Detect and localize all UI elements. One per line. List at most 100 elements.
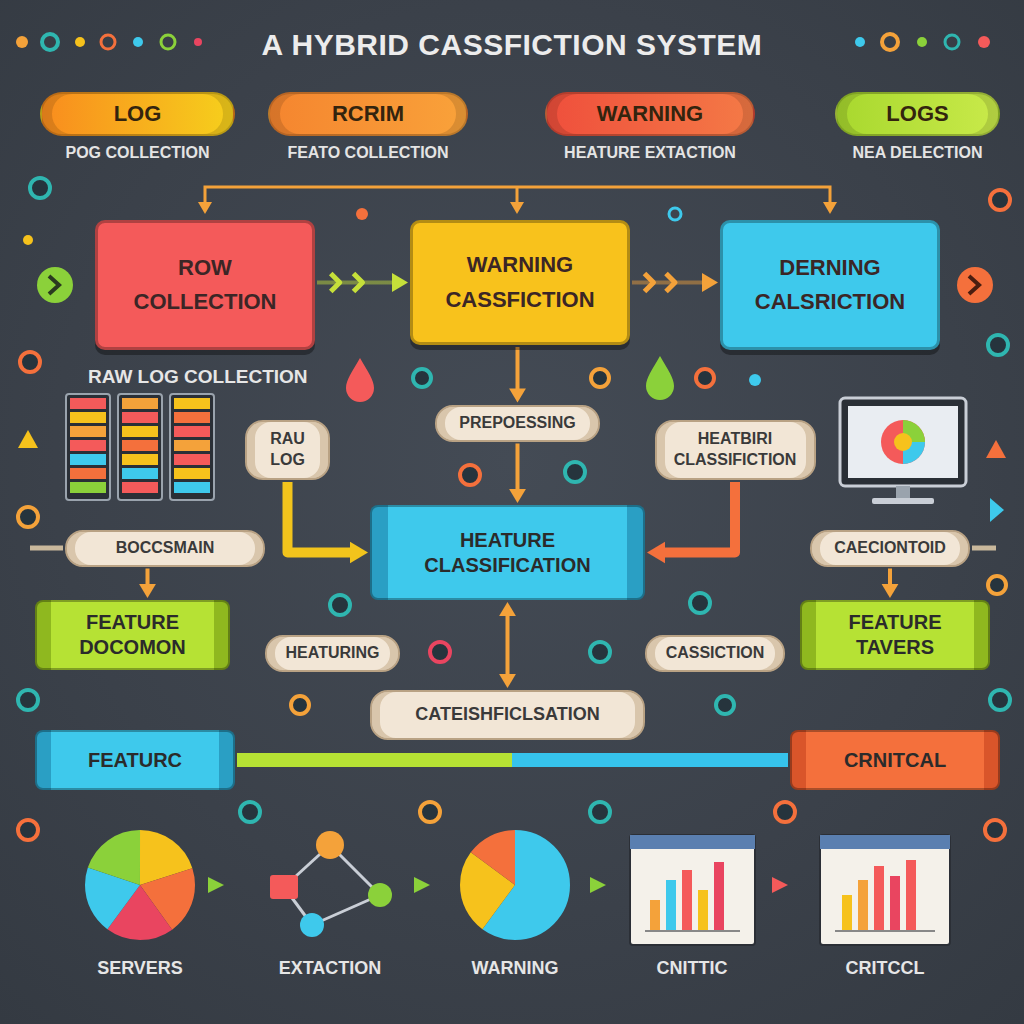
background-dots-part xyxy=(18,507,38,527)
background-dots-part xyxy=(749,374,761,386)
connector xyxy=(317,273,408,292)
chart-window-icon-part xyxy=(890,876,900,930)
pie-chart-icon-part-part xyxy=(113,858,168,913)
node-text: DERNING CALSRICTION xyxy=(737,251,923,319)
pie-chart-icon xyxy=(488,858,543,913)
background-dots-part xyxy=(240,802,260,822)
step-pill: BOCCSMAIN xyxy=(65,530,265,567)
server-rack-illustration-part xyxy=(122,454,158,465)
monitor-illustration-part xyxy=(896,486,910,498)
process-box: WARNING CASSFICTION xyxy=(410,220,630,345)
background-dots-part xyxy=(716,696,734,714)
node-text: FEATURE DOCOMON xyxy=(57,610,208,660)
background-dots-part xyxy=(669,208,681,220)
arrowhead xyxy=(350,542,368,564)
step-pill: PREPOESSING xyxy=(435,405,600,442)
pie-chart-icon-part-part xyxy=(488,858,543,913)
chart-window-icon-part xyxy=(858,880,868,930)
background-dots-part xyxy=(18,820,38,840)
connector-line xyxy=(506,612,510,678)
side-chevron-badges-part xyxy=(990,498,1004,522)
server-rack-illustration-part xyxy=(122,398,158,409)
server-rack-illustration-part xyxy=(122,412,158,423)
stage-caption: HEATURE EXTACTION xyxy=(564,144,736,162)
connector xyxy=(139,569,156,599)
background-dots-part xyxy=(420,802,440,822)
pipe-node: CRNITCAL xyxy=(790,730,1000,790)
server-rack-illustration-part xyxy=(174,426,210,437)
connector xyxy=(288,482,369,563)
node-text: LOG xyxy=(114,101,162,127)
background-dots-part xyxy=(194,38,202,46)
chart-window-icon xyxy=(630,835,755,945)
pill-rails-part xyxy=(972,546,996,551)
connector xyxy=(509,347,526,403)
server-rack-illustration-part xyxy=(70,440,106,451)
chevron xyxy=(331,274,340,292)
server-rack-illustration-part xyxy=(122,426,158,437)
background-dots-part xyxy=(591,369,609,387)
network-icon-part xyxy=(300,913,324,937)
stage-pill: LOGPOG COLLECTION xyxy=(40,92,235,136)
arrowhead xyxy=(392,273,408,292)
node-text: LOGS xyxy=(886,101,948,127)
icon-label: SERVERS xyxy=(60,958,220,979)
server-rack-illustration-part xyxy=(70,454,106,465)
node-text: RCRIM xyxy=(332,101,404,127)
pie-chart-icon-part xyxy=(113,858,168,913)
pipe-line xyxy=(288,482,356,553)
chart-window-icon xyxy=(820,835,950,945)
background-dots-part xyxy=(590,642,610,662)
side-chevron-badges-part xyxy=(969,276,979,294)
step-pill: RAU LOG xyxy=(245,420,330,480)
server-rack-illustration-part xyxy=(70,426,106,437)
background-dots-part xyxy=(990,190,1010,210)
chevron xyxy=(645,274,654,292)
background-dots-part xyxy=(413,369,431,387)
arrowhead xyxy=(499,674,516,688)
node-text: FEATURE TAVERS xyxy=(822,610,968,660)
background-dots-part xyxy=(988,576,1006,594)
diagram-title: A HYBRID CASSFICTION SYSTEM xyxy=(0,28,1024,62)
background-dots-part xyxy=(690,593,710,613)
server-rack-illustration-part xyxy=(122,468,158,479)
background-dots-part xyxy=(23,235,33,245)
pipe-line xyxy=(660,482,735,553)
pipe-node: HEATURE CLASSIFICATION xyxy=(370,505,645,600)
step-pill: CATEISHFICLSATION xyxy=(370,690,645,740)
flow-arrowheads-part xyxy=(772,877,788,893)
top-bracket-line-part xyxy=(510,202,524,214)
background-dots-part xyxy=(696,369,714,387)
arrowhead xyxy=(509,489,526,503)
side-chevron-badges-part xyxy=(49,276,59,294)
pie-chart-icon-part-part xyxy=(113,858,168,913)
connector-line xyxy=(317,281,397,285)
node-text: RAU LOG xyxy=(263,429,312,471)
background-dots-part xyxy=(16,36,28,48)
network-icon xyxy=(270,831,392,937)
monitor-illustration-part xyxy=(840,398,966,486)
top-bracket-line-part xyxy=(198,202,212,214)
pipe-line xyxy=(237,753,788,767)
connector xyxy=(509,444,526,504)
background-dots-part xyxy=(291,696,309,714)
background-dots-part xyxy=(356,208,368,220)
monitor-illustration-part xyxy=(872,498,934,504)
chart-window-icon-part xyxy=(682,870,692,930)
background-dots-part xyxy=(161,35,175,49)
server-rack-illustration-part xyxy=(122,482,158,493)
pie-chart-icon-part-part xyxy=(113,858,168,913)
background-dots-part xyxy=(978,36,990,48)
top-bracket-line xyxy=(198,187,837,214)
node-text: WARNING xyxy=(597,101,703,127)
chart-window-icon-part xyxy=(874,866,884,930)
background-dots-part xyxy=(565,462,585,482)
background-dots-part xyxy=(917,37,927,47)
node-text: HEATBIRI CLASSIFICTION xyxy=(673,429,798,471)
network-icon-part xyxy=(368,883,392,907)
background-dots-part xyxy=(988,335,1008,355)
pie-chart-icon-part-part xyxy=(113,858,168,913)
network-icon-part xyxy=(270,875,298,899)
stage-caption: POG COLLECTION xyxy=(66,144,210,162)
